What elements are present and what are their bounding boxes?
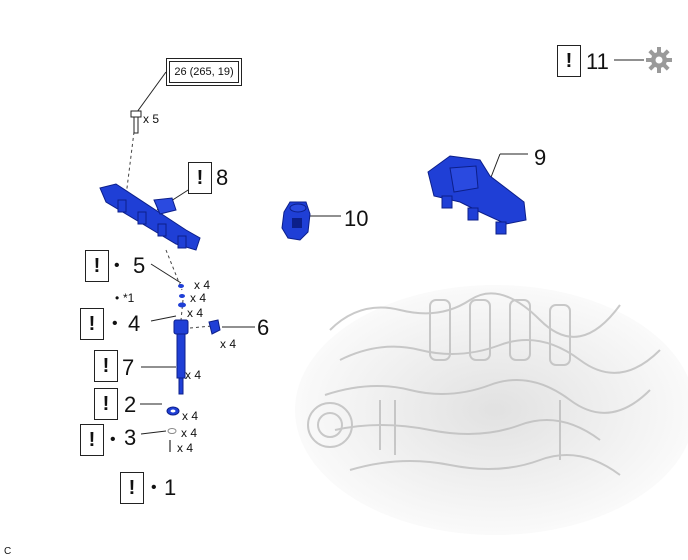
quantity-2: x 4 (182, 409, 199, 423)
bullet-star1: • (115, 291, 120, 305)
bullet-3: • (110, 431, 116, 448)
pin-part-1 (169, 440, 171, 452)
clamp-part-6 (208, 319, 221, 335)
quantity-7: x 4 (185, 368, 202, 382)
torque-spec-text: 26 (265, 19) (169, 61, 239, 83)
warning-icon-7: ! (94, 350, 118, 382)
callout-8: 8 (216, 165, 229, 190)
warning-icon-8: ! (188, 162, 212, 194)
callout-4: 4 (128, 311, 141, 336)
fuel-pump-part-10 (281, 201, 311, 241)
bullet-4: • (112, 315, 118, 332)
callout-9: 9 (534, 145, 547, 170)
o-ring-part-3 (167, 428, 177, 434)
callout-3: 3 (124, 425, 137, 450)
star-note-1: *1 (123, 291, 135, 305)
gasket-part-2 (166, 406, 180, 416)
seal-stack (178, 284, 186, 308)
warning-icon-5: ! (85, 250, 109, 282)
warning-icon-4: ! (80, 308, 104, 340)
quantity-4: x 4 (187, 306, 204, 320)
callout-11: 11 (586, 49, 609, 74)
bullet-5: • (114, 257, 120, 274)
quantity-6: x 4 (220, 337, 237, 351)
figure-code: C (4, 546, 12, 557)
callout-1: 1 (164, 475, 177, 500)
fuel-rail-part-8 (99, 183, 201, 251)
quantity-1: x 4 (177, 441, 194, 455)
injector-part-7 (173, 319, 189, 395)
callout-5: 5 (133, 253, 146, 278)
callout-7: 7 (122, 355, 135, 380)
torque-spec-box: 26 (265, 19) (166, 58, 242, 86)
pump-bracket-part-9 (427, 155, 527, 235)
warning-icon-2: ! (94, 388, 118, 420)
quantity-star1: x 4 (190, 291, 207, 305)
callout-10: 10 (344, 206, 369, 231)
quantity-3: x 4 (181, 426, 198, 440)
warning-icon-3: ! (80, 424, 104, 456)
warning-icon-1: ! (120, 472, 144, 504)
gear-icon (646, 47, 672, 73)
quantity-5: x 4 (194, 278, 211, 292)
warning-icon-11: ! (557, 45, 581, 77)
callout-6: 6 (257, 315, 270, 340)
bolt-quantity: x 5 (143, 112, 160, 126)
bullet-1: • (151, 479, 157, 496)
bolt-icon (130, 110, 142, 134)
callout-2: 2 (124, 392, 137, 417)
